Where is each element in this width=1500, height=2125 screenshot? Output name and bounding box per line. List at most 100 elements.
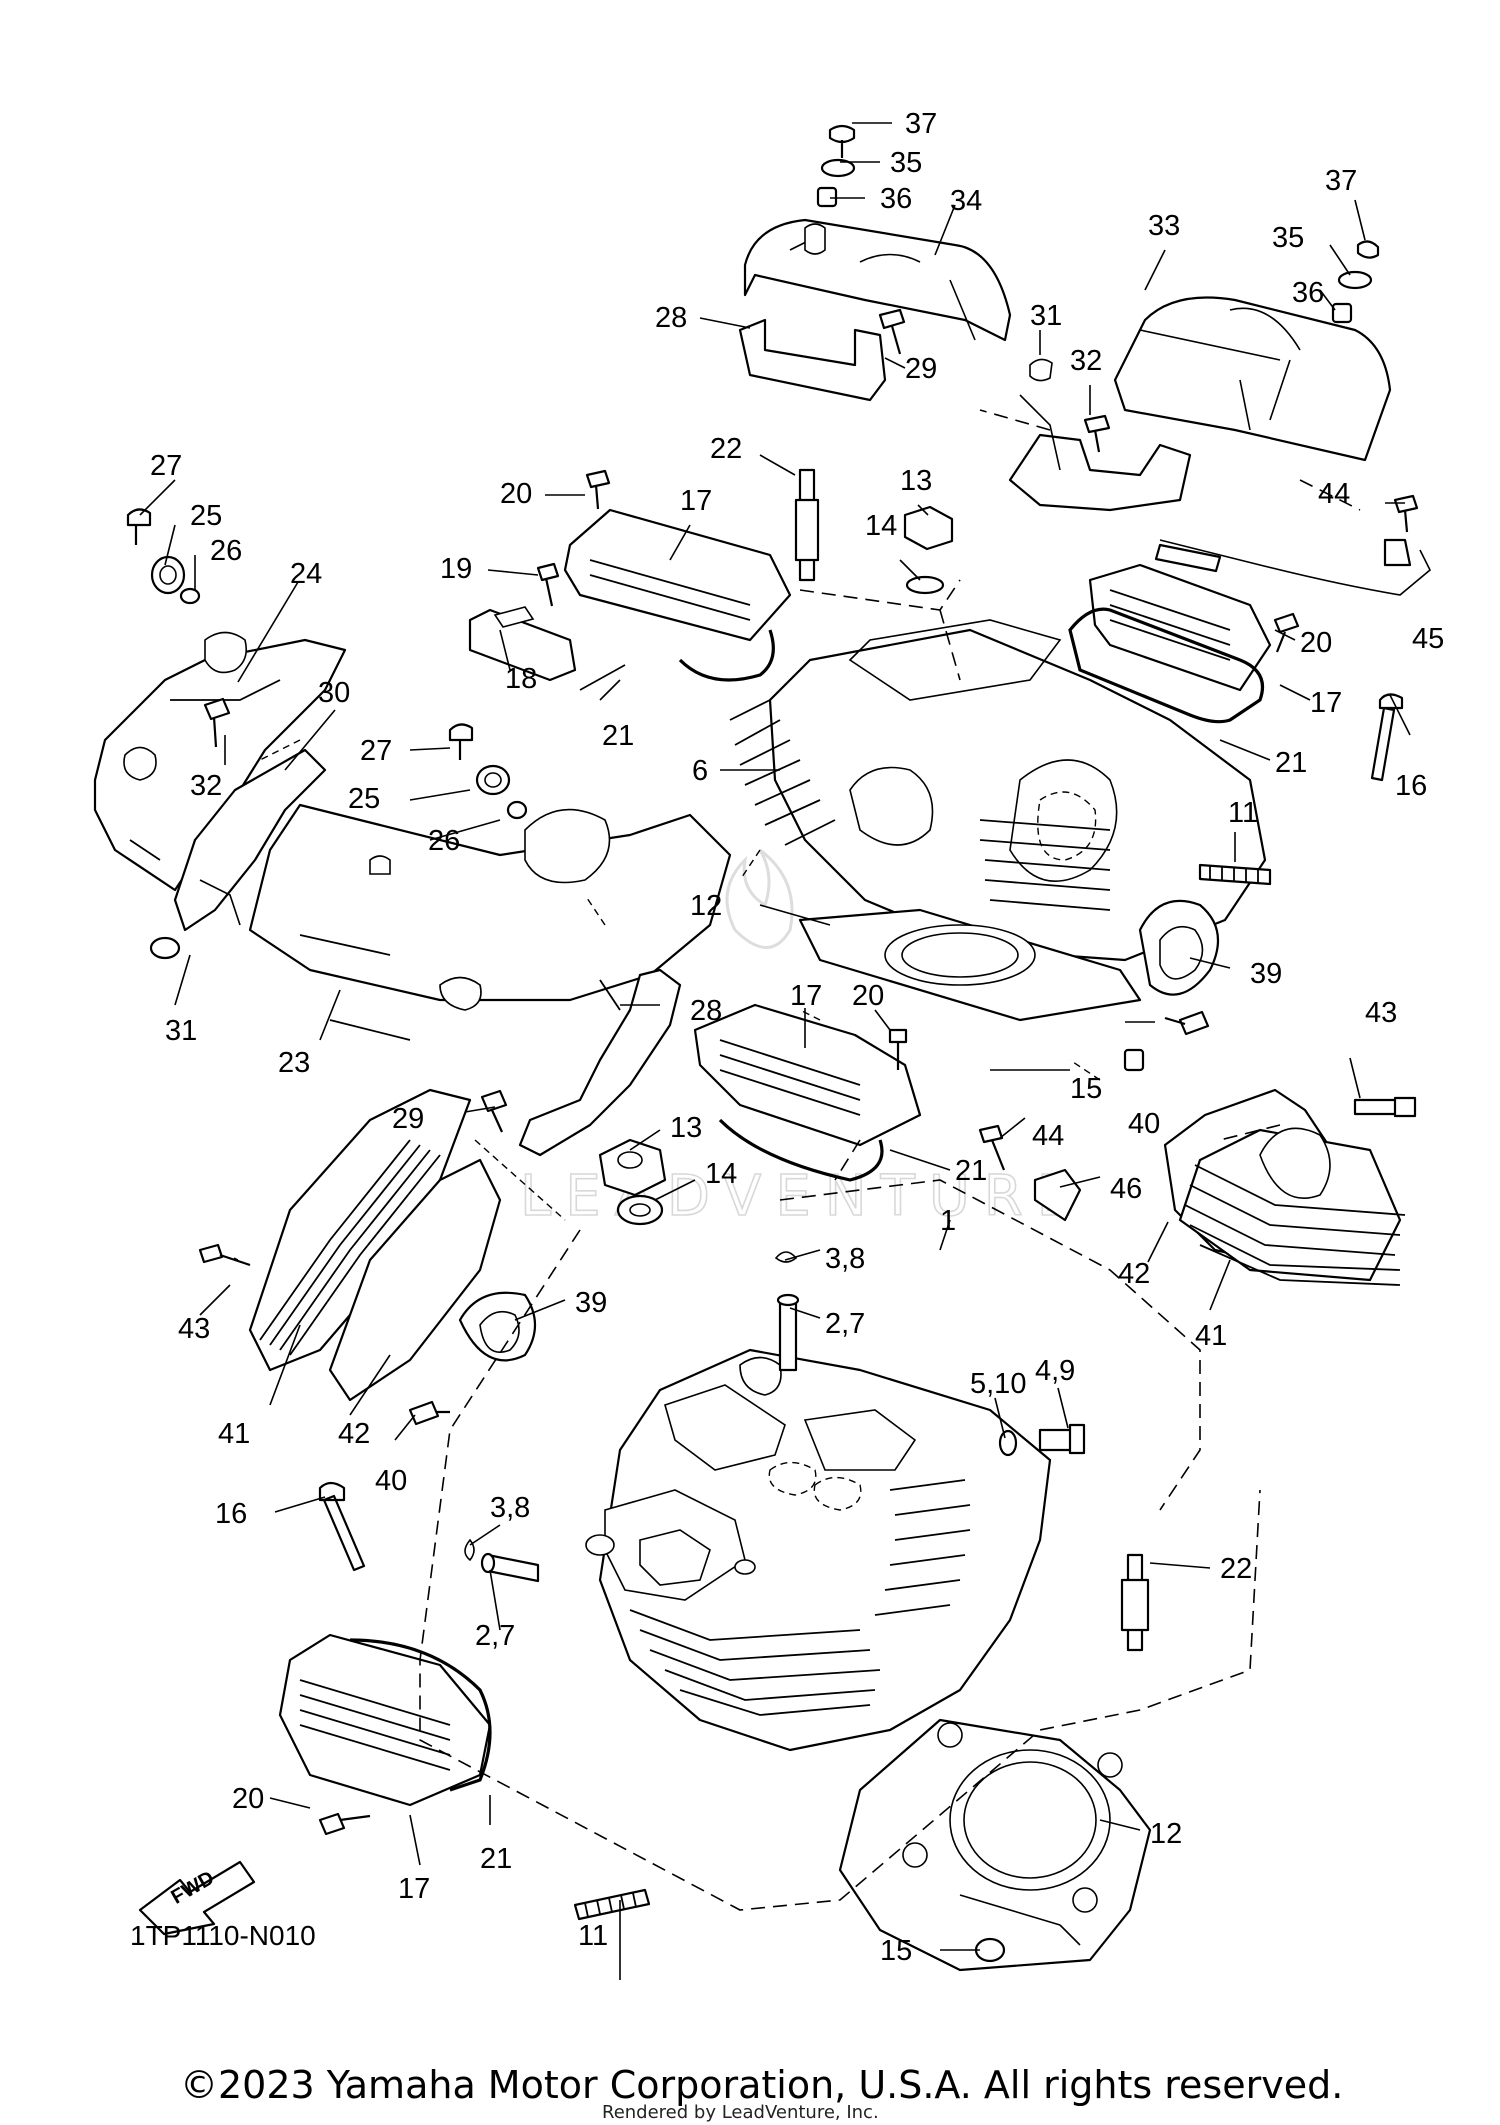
- callout-label: 30: [318, 677, 350, 709]
- joint-39-left: [458, 1291, 536, 1362]
- callout-label: 32: [190, 770, 222, 802]
- diagram-code: 1TP1110-N010: [130, 1920, 316, 1951]
- joint-39-right: [1138, 899, 1220, 996]
- cylinder-head-cover-33: [1113, 296, 1392, 462]
- bolt-40-left: [408, 1400, 450, 1426]
- dowel-15-rear: [1123, 1048, 1145, 1072]
- cylinder-41-left: [248, 1088, 472, 1372]
- callout-label: 21: [955, 1155, 987, 1187]
- bolt-27-left: [126, 508, 152, 545]
- callout-label: 28: [690, 995, 722, 1027]
- bracket-38: [1008, 358, 1192, 512]
- head-side-cover-17-bottom: [278, 1633, 492, 1807]
- cover-23: [248, 803, 732, 1041]
- clip-3-8-top: [774, 1251, 798, 1263]
- callout-label: 29: [905, 353, 937, 385]
- head-side-cover-17-center: [693, 1003, 922, 1182]
- callout-label: 20: [500, 478, 532, 510]
- callout-label: 34: [950, 185, 982, 217]
- stud-11-bottom: [573, 1888, 651, 1921]
- gasket-12-front: [838, 1718, 1152, 1972]
- bolt-4-9: [1038, 1423, 1086, 1455]
- callout-label: 23: [278, 1047, 310, 1079]
- callout-label: 41: [218, 1418, 250, 1450]
- callout-label: 28: [655, 302, 687, 334]
- callout-label: 21: [480, 1843, 512, 1875]
- rendered-by-text: Rendered by LeadVenture, Inc.: [602, 2102, 879, 2123]
- collar-25-middle: [475, 764, 511, 796]
- copyright-text: ©2023 Yamaha Motor Corporation, U.S.A. A…: [180, 2063, 1343, 2107]
- callout-label: 13: [670, 1112, 702, 1144]
- callout-label: 25: [190, 500, 222, 532]
- callout-label: 16: [215, 1498, 247, 1530]
- cylinder-head-cover-34: [743, 218, 1012, 342]
- callout-label: 14: [705, 1158, 737, 1190]
- callout-label: 29: [392, 1103, 424, 1135]
- callout-label: 42: [338, 1418, 370, 1450]
- callout-label: 36: [880, 183, 912, 215]
- callout-label: 43: [178, 1313, 210, 1345]
- washer-14-center: [616, 1194, 664, 1226]
- callout-label: 43: [1365, 997, 1397, 1029]
- callout-label: 6: [692, 755, 708, 787]
- bracket-30: [173, 748, 327, 932]
- callout-label: 21: [602, 720, 634, 752]
- callout-label: 27: [360, 735, 392, 767]
- callout-label: 32: [1070, 345, 1102, 377]
- callout-label: 40: [375, 1465, 407, 1497]
- bolt-44-center: [978, 1124, 1006, 1171]
- cover-bracket-28: [738, 318, 887, 402]
- spark-plug-22-bottom: [1120, 1553, 1150, 1652]
- callout-label: 45: [1412, 623, 1444, 655]
- bolt-37-right: [1331, 240, 1380, 324]
- callout-labels: 37 35 36 34 28 29 37 35 36 33 31 32 22 1…: [150, 108, 1444, 1967]
- callout-label: 15: [1070, 1073, 1102, 1105]
- dowel-15-front: [974, 1937, 1006, 1963]
- bolt-20-bottom: [318, 1812, 371, 1836]
- callout-label: 20: [1300, 627, 1332, 659]
- cylinder-head-1-front: [585, 1348, 1052, 1752]
- grommet-31-left: [149, 936, 181, 960]
- bolt-32-right: [1083, 414, 1111, 453]
- bolt-20-center: [888, 1028, 908, 1070]
- bracket-28-middle: [518, 968, 682, 1157]
- head-side-cover-17-right: [1088, 563, 1272, 692]
- bolt-19: [536, 562, 560, 607]
- callout-label: 33: [1148, 210, 1180, 242]
- callout-label: 46: [1110, 1173, 1142, 1205]
- callout-label: 22: [710, 433, 742, 465]
- washer-14-top: [905, 575, 945, 595]
- bolt-44-right: [1393, 494, 1419, 533]
- callout-label: 4,9: [1035, 1355, 1075, 1387]
- callout-label: 20: [232, 1783, 264, 1815]
- bolt-43-left: [198, 1243, 251, 1267]
- valve-guide-2-7-bottom: [480, 1552, 540, 1583]
- bolt-43-right: [1353, 1096, 1417, 1118]
- callout-label: 35: [890, 147, 922, 179]
- bolt-27-middle: [448, 723, 474, 760]
- callout-label: 11: [578, 1920, 608, 1952]
- bolt-37-top: [816, 124, 856, 208]
- callout-label: 36: [1292, 277, 1324, 309]
- callout-label: 14: [865, 510, 897, 542]
- callout-label: 18: [505, 663, 537, 695]
- callout-label: 39: [575, 1287, 607, 1319]
- callout-label: 37: [1325, 165, 1357, 197]
- callout-label: 25: [348, 783, 380, 815]
- callout-label: 2,7: [825, 1308, 865, 1340]
- gasket-21-right: [1068, 607, 1265, 724]
- callout-label: 1: [940, 1205, 956, 1237]
- collar-25-left: [150, 555, 186, 595]
- callout-label: 15: [880, 1935, 912, 1967]
- callout-label: 17: [790, 980, 822, 1012]
- spark-plug-22-top: [794, 468, 820, 582]
- bolt-16-left: [318, 1481, 366, 1572]
- callout-label: 21: [1275, 747, 1307, 779]
- cylinder-41-right: [1178, 1127, 1406, 1286]
- washer-26-middle: [506, 800, 528, 820]
- callout-label: 44: [1318, 478, 1350, 510]
- valve-guide-2-7-top: [776, 1293, 800, 1372]
- callout-label: 41: [1195, 1320, 1227, 1352]
- callout-label: 31: [165, 1015, 197, 1047]
